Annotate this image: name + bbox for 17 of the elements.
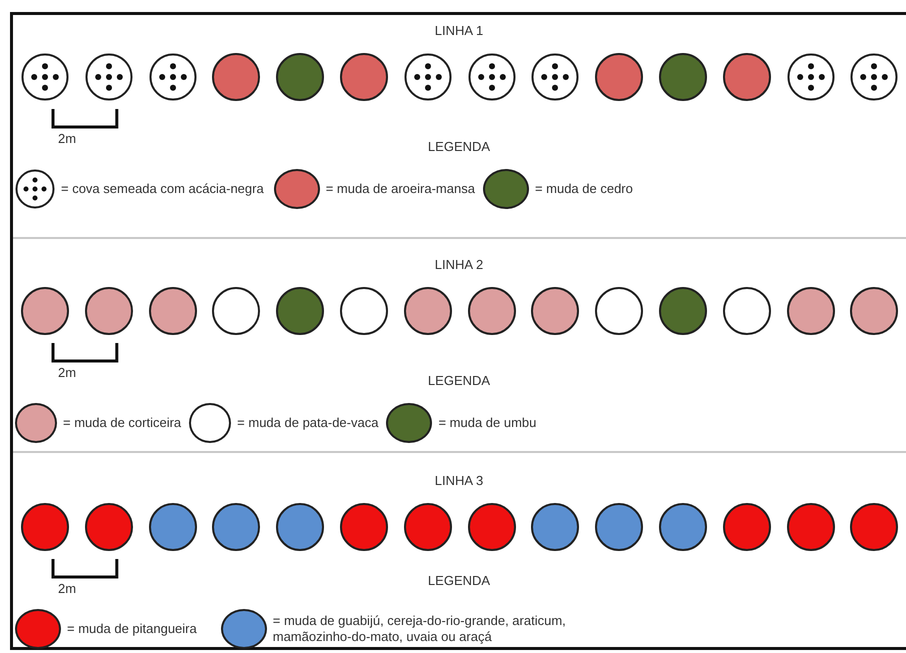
row-title: LINHA 3 [434, 473, 484, 488]
legend-text: = muda de aroeira-mansa [326, 180, 475, 198]
spacing-label: 2m [58, 131, 76, 146]
spacing-label: 2m [58, 581, 76, 596]
legend-heading: LEGENDA [428, 373, 490, 388]
legend-text: = muda de pata-de-vaca [237, 414, 378, 432]
spacing-label: 2m [58, 365, 76, 380]
legend-text: = muda de umbu [438, 414, 536, 432]
legend-heading: LEGENDA [428, 139, 490, 154]
row-title: LINHA 2 [434, 257, 484, 272]
legend-text: = cova semeada com acácia-negra [61, 180, 264, 198]
legend-text: = muda de pitangueira [67, 620, 197, 638]
row-title: LINHA 1 [434, 23, 484, 38]
legend-text: = muda de guabijú, cereja-do-rio-grande, araticum, mamãozinho-do-mato, uvaia ou araçá [272, 612, 567, 646]
legend-heading: LEGENDA [428, 573, 490, 588]
legend-text: = muda de cedro [534, 180, 633, 198]
legend-text: = muda de corticeira [63, 414, 182, 432]
